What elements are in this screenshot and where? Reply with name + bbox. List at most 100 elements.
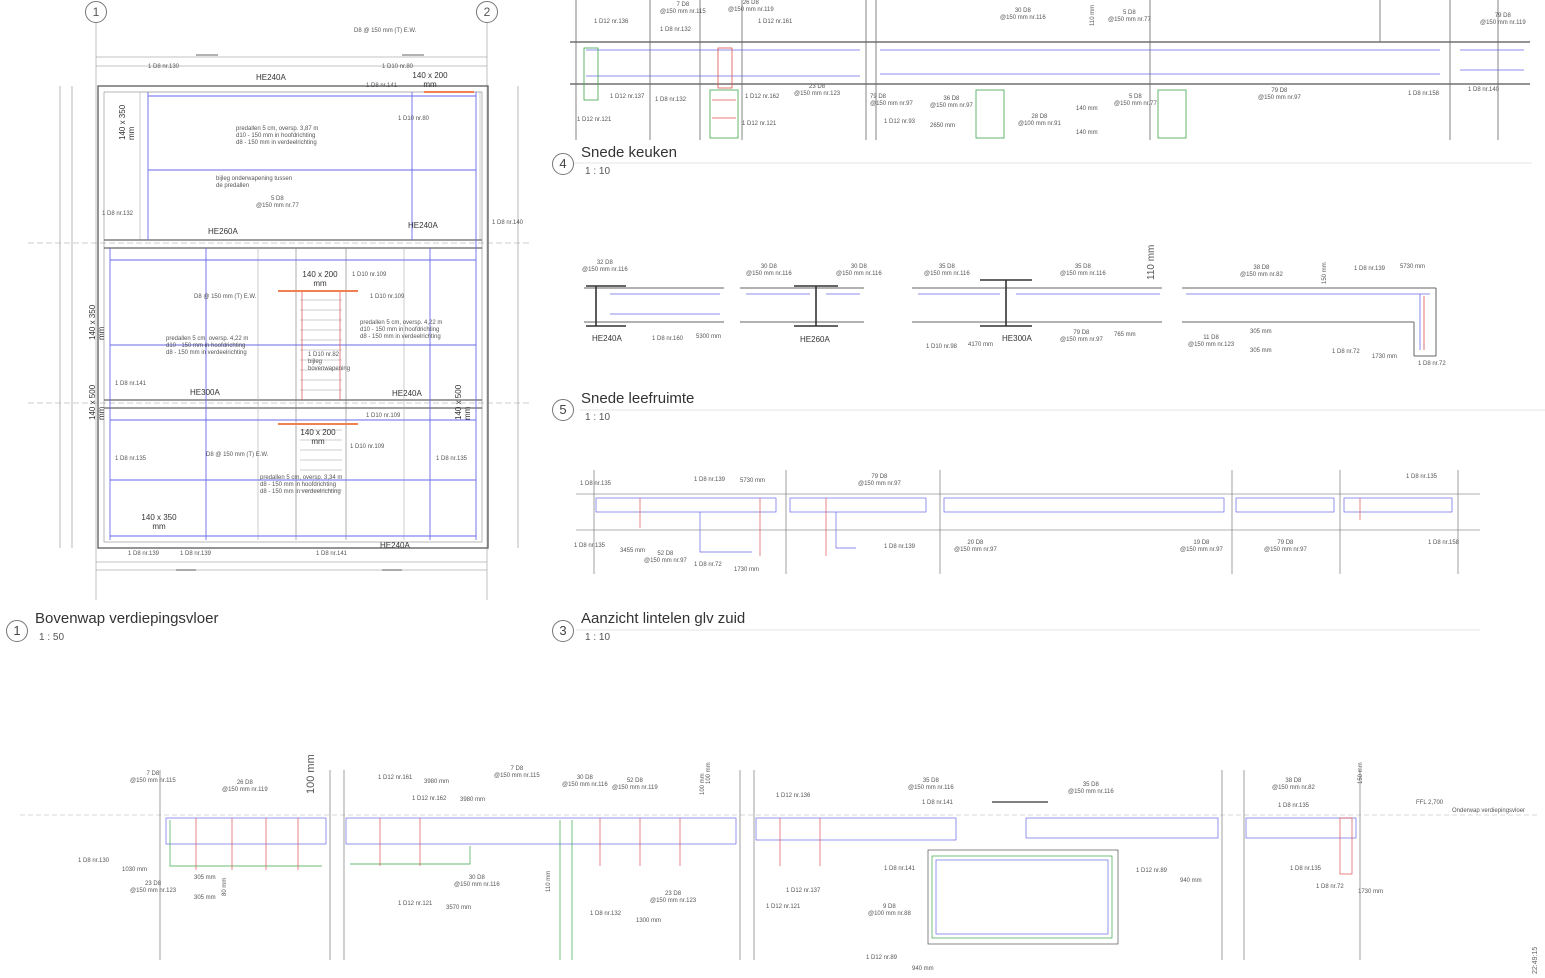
plan-note: D8 @ 150 mm (T) E.W. — [194, 294, 257, 300]
timestamp: 22:49:15 — [1532, 946, 1539, 974]
bar-label: 1 D8 nr.130 — [148, 64, 180, 70]
section-4-label: 140 mm — [1076, 130, 1098, 136]
bottom-label: 1 D8 nr.130 — [78, 858, 110, 864]
section-4-label: 1 D8 nr.158 — [1408, 91, 1440, 97]
beam-label: HE300A — [190, 388, 220, 397]
opening-label: 140 x 500 mm — [454, 384, 472, 420]
section-5-label: 35 D8 @150 mm nr.116 — [1060, 264, 1106, 277]
section-4-label: 1 D8 nr.140 — [1468, 87, 1500, 93]
section-5-label: 765 mm — [1114, 332, 1136, 338]
bottom-label: 1730 mm — [1358, 889, 1384, 895]
bar-label: 1 D10 nr.109 — [370, 294, 405, 300]
bottom-label: 80 mm — [222, 877, 228, 896]
bar-label: 1 D8 nr.139 — [128, 551, 160, 557]
section-4-label: 110 mm — [1090, 4, 1096, 26]
beam-label: HE240A — [256, 73, 286, 82]
bottom-label: 1 D8 nr.141 — [922, 800, 954, 806]
section-4-label: 28 D8 @100 mm nr.91 — [1018, 114, 1061, 127]
section-4-label: 1 D12 nr.121 — [577, 117, 612, 123]
view-scale-4: 1 : 10 — [585, 166, 611, 177]
plan-note: D8 @ 150 mm (T) E.W. — [354, 28, 417, 34]
bottom-label: 3980 mm — [460, 797, 486, 803]
view-scale-3: 1 : 10 — [585, 632, 611, 643]
bottom-label: 1300 mm — [636, 918, 662, 924]
elevation-3-label: 79 D8 @150 mm nr.97 — [1264, 540, 1307, 553]
bottom-label: 1 D8 nr.141 — [884, 866, 916, 872]
section-5-label: 5730 mm — [1400, 264, 1426, 270]
bar-label: 1 D8 nr.132 — [102, 211, 134, 217]
bar-label: 1 D8 nr.141 — [316, 551, 348, 557]
bar-label: 1 D8 nr.135 — [436, 456, 468, 462]
section-4-label: 1 D12 nr.162 — [745, 94, 780, 100]
section-4-drawing — [570, 0, 1532, 164]
bottom-label: 1 D12 nr.136 — [776, 793, 811, 799]
section-4-label: 79 D8 @150 mm nr.97 — [1258, 88, 1301, 101]
bottom-label: 305 mm — [194, 875, 216, 881]
bottom-label: 1 D12 nr.137 — [786, 888, 821, 894]
plan-note: D8 @ 150 mm (T) E.W. — [206, 452, 269, 458]
opening-label: 140 x 350 mm — [88, 304, 106, 340]
bottom-label: 1030 mm — [122, 867, 148, 873]
section-4-label: 79 D8 @150 mm nr.119 — [1480, 13, 1526, 26]
bottom-label: 3570 mm — [446, 905, 472, 911]
section-5-label: 38 D8 @150 mm nr.82 — [1240, 265, 1283, 278]
section-5-label: 1 D8 nr.160 — [652, 336, 684, 342]
elevation-3-label: 5730 mm — [740, 478, 766, 484]
view-title-1: Bovenwap verdiepingsvloer — [35, 610, 219, 627]
view-scale-5: 1 : 10 — [585, 412, 611, 423]
view-title-4: Snede keuken — [581, 144, 677, 161]
elevation-3-label: 19 D8 @150 mm nr.97 — [1180, 540, 1223, 553]
section-4-label: 1 D8 nr.132 — [655, 97, 687, 103]
bottom-label: 100 mm — [706, 762, 712, 784]
section-4-label: 1 D12 nr.121 — [742, 121, 777, 127]
bar-label: 1 D10 nr.80 — [382, 64, 414, 70]
bottom-label: 7 D8 @150 mm nr.115 — [130, 771, 176, 784]
bottom-label: 7 D8 @150 mm nr.115 — [494, 766, 540, 779]
section-5-label: 79 D8 @150 mm nr.97 — [1060, 330, 1103, 343]
opening-label: 140 x 200 mm — [300, 428, 336, 446]
bottom-label: 1 D12 nr.162 — [412, 796, 447, 802]
bottom-label: 940 mm — [912, 966, 934, 972]
bottom-label: 1 D12 nr.121 — [398, 901, 433, 907]
section-4-label: 1 D12 nr.161 — [758, 19, 793, 25]
section-5-label: 1 D10 nr.98 — [926, 344, 958, 350]
bar-label: 1 D8 nr.139 — [180, 551, 212, 557]
view-scale-1: 1 : 50 — [39, 632, 65, 643]
opening-label: 140 x 200 mm — [302, 270, 338, 288]
section-5-label: 11 D8 @150 mm nr.123 — [1188, 335, 1235, 348]
bar-label: 1 D8 nr.135 — [115, 456, 147, 462]
section-5-label: 4170 mm — [968, 342, 994, 348]
bottom-label: 9 D8 @100 mm nr.88 — [868, 904, 911, 917]
section-4-label: 5 D8 @150 mm nr.77 — [1114, 94, 1157, 107]
opening-label: 140 x 500 mm — [88, 384, 106, 420]
section-5-label: 1 D8 nr.139 — [1354, 266, 1386, 272]
section-5-label: 30 D8 @150 mm nr.116 — [836, 264, 882, 277]
section-4-label: 7 D8 @150 mm nr.115 — [660, 2, 706, 15]
bar-label: 1 D10 nr.80 — [398, 116, 430, 122]
section-5-label: 35 D8 @150 mm nr.116 — [924, 264, 970, 277]
view-title-3: Aanzicht lintelen glv zuid — [581, 610, 746, 627]
elevation-3-label: 1 D8 nr.139 — [694, 477, 726, 483]
plan-note: predallen 5 cm, oversp. 4,22 m d10 - 150… — [166, 336, 249, 356]
section-5-label: 150 mm — [1322, 262, 1328, 284]
bottom-label: 305 mm — [194, 895, 216, 901]
elevation-3-label: 1 D8 nr.139 — [884, 544, 916, 550]
bottom-label: 30 D8 @150 mm nr.116 — [454, 875, 500, 888]
bottom-label: 150 mm — [1358, 762, 1364, 784]
bar-label: 1 D10 nr.109 — [352, 272, 387, 278]
view-number-5: 5 — [552, 399, 574, 421]
elevation-3-label: 1730 mm — [734, 567, 760, 573]
bottom-label: 1 D12 nr.89 — [1136, 868, 1168, 874]
section-4-label: 1 D12 nr.136 — [594, 19, 629, 25]
section-5-label: 5300 mm — [696, 334, 722, 340]
beam-label: HE240A — [392, 389, 422, 398]
grid-marker-1: 1 — [85, 1, 107, 23]
bottom-label: 1 D8 nr.132 — [590, 911, 622, 917]
section-4-label: 23 D8 @150 mm nr.123 — [794, 84, 841, 97]
section-5-label: 1 D8 nr.72 — [1418, 361, 1446, 367]
section-5-label: 32 D8 @150 mm nr.116 — [582, 260, 628, 273]
bottom-label: 100 mm — [305, 754, 317, 794]
elevation-3-label: 20 D8 @150 mm nr.97 — [954, 540, 997, 553]
view-number-3: 3 — [552, 620, 574, 642]
